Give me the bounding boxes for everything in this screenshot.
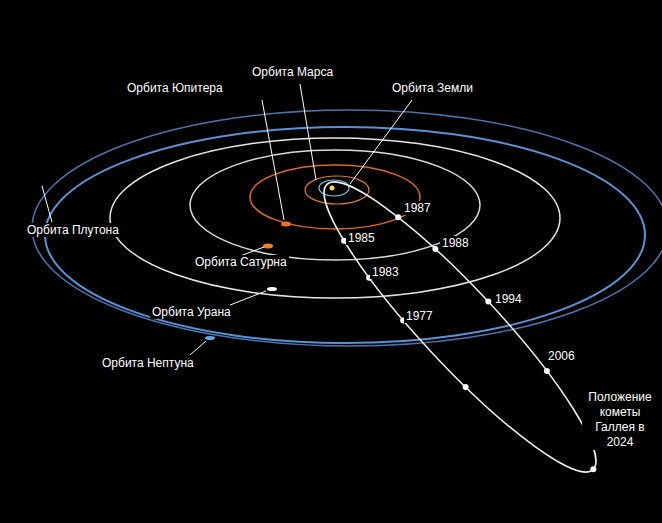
orbit-label: Орбита Юпитера [125,81,225,95]
comet-position-dot [544,368,550,374]
orbit-label: Орбита Земли [390,81,475,95]
neptune-orbit [45,127,645,343]
neptune-planet [205,336,215,340]
comet-position-dot [590,466,596,472]
comet-caption: Положение кометы Галлея в 2024 [582,390,658,450]
leader-line [300,84,316,180]
comet-position-dot [395,214,401,220]
orbit-label: Орбита Плутона [25,223,121,237]
leader-line [42,186,52,222]
orbit-label: Орбита Урана [150,305,233,319]
year-label: 1983 [370,265,401,279]
saturn-planet [263,244,273,249]
year-label: 1977 [404,309,435,323]
leader-line [262,100,284,220]
year-label: 2006 [546,349,577,363]
year-label: 1987 [402,201,433,215]
uranus-planet [267,287,277,291]
saturn-orbit [190,150,480,260]
year-label: 1988 [440,236,471,250]
comet-position-dot [463,384,469,390]
orbit-label: Орбита Марса [250,65,335,79]
jupiter-planet [281,222,291,227]
year-label: 1994 [493,292,524,306]
leader-line [350,100,412,184]
uranus-orbit [110,138,560,298]
comet-orbit [299,158,621,495]
comet-position-dot [485,299,491,305]
comet-position-dot [432,246,438,252]
pluto-orbit [32,110,662,346]
leader-line [190,341,206,355]
sun [330,186,335,191]
leader-line [230,291,266,305]
orbit-label: Орбита Сатурна [193,255,289,269]
year-label: 1985 [346,231,377,245]
orbit-label: Орбита Нептуна [100,356,196,370]
